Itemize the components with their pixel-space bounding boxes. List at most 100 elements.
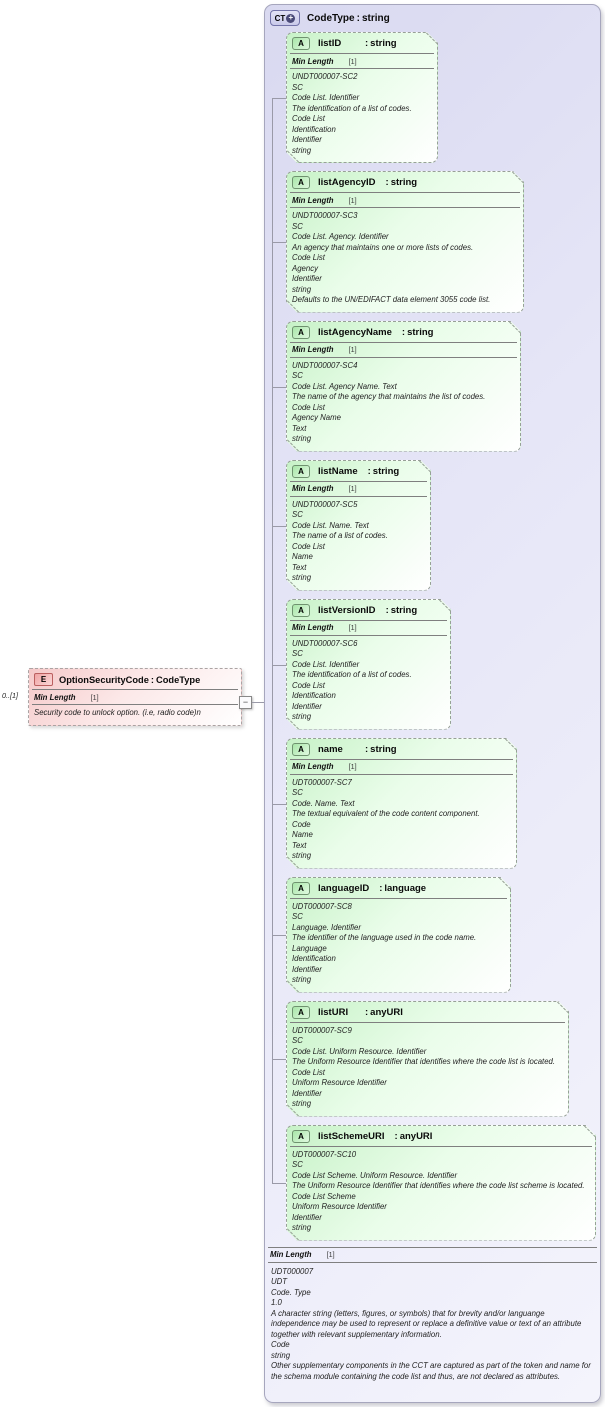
- type-separator: :: [150, 674, 154, 685]
- attr-doc-line: Code List. Identifier: [292, 93, 360, 102]
- attribute-box[interactable]: A listName :string Min Length [1] UNDT00…: [286, 460, 431, 591]
- collapse-handle[interactable]: −: [239, 696, 252, 709]
- attr-doc-line: Code. Name. Text: [292, 798, 355, 808]
- element-name: OptionSecurityCode: [59, 674, 149, 685]
- attribute-box[interactable]: A name :string Min Length [1] UDT000007-…: [286, 738, 517, 869]
- attribute-box[interactable]: A listAgencyID :string Min Length [1] UN…: [286, 171, 524, 313]
- attr-doc-line: string: [292, 573, 312, 582]
- attribute-name: listSchemeURI: [318, 1130, 385, 1142]
- doc-line: A character string (letters, figures, or…: [271, 1308, 582, 1339]
- attribute-name: listName: [318, 465, 358, 477]
- attr-doc-line: Code List. Uniform Resource. Identifier: [292, 1046, 427, 1056]
- attribute-box[interactable]: A listVersionID :string Min Length [1] U…: [286, 599, 451, 730]
- facet-value: [1]: [348, 195, 357, 205]
- facet-value: [1]: [326, 1250, 335, 1259]
- attr-doc-line: UNDT000007-SC3: [292, 211, 358, 220]
- attr-doc-line: UNDT000007-SC5: [292, 499, 358, 509]
- attr-doc-line: Code List: [292, 680, 325, 690]
- attribute-type: :string: [363, 38, 397, 49]
- facet-value: [1]: [348, 623, 357, 632]
- element-type: CodeType: [156, 674, 201, 685]
- attribute-min-length-facet: Min Length [1]: [290, 760, 513, 775]
- facet-name: Min Length: [34, 692, 76, 702]
- attr-doc-line: Identifier: [292, 1212, 322, 1222]
- divider: [290, 1146, 592, 1147]
- attribute-icon: A: [292, 176, 310, 189]
- attribute-min-length-facet: Min Length [1]: [290, 343, 517, 358]
- attr-doc-line: Defaults to the UN/EDIFACT data element …: [292, 295, 491, 304]
- type-separator: :: [401, 326, 406, 338]
- attr-doc-line: Identifier: [292, 274, 322, 283]
- attr-doc-line: Identifier: [292, 135, 322, 144]
- attr-doc-line: Identification: [292, 124, 336, 134]
- attr-doc-line: Text: [292, 562, 307, 572]
- divider: [290, 759, 513, 760]
- plus-icon[interactable]: +: [286, 13, 296, 23]
- attr-doc-line: The identification of a list of codes.: [292, 670, 412, 679]
- doc-line: Other supplementary components in the CC…: [271, 1361, 591, 1381]
- connector-stub: [272, 665, 286, 666]
- attribute-header: A listAgencyID :string: [287, 172, 523, 192]
- attribute-type: :anyURI: [393, 1131, 433, 1142]
- attr-doc-line: UNDT000007-SC6: [292, 638, 358, 648]
- cardinality-label: 0..[1]: [2, 691, 18, 700]
- complextype-container[interactable]: CT + CodeType:string A listID :string Mi…: [264, 4, 601, 1403]
- attribute-type: :string: [384, 177, 418, 188]
- attribute-icon: A: [292, 326, 310, 339]
- facet-name: Min Length: [292, 623, 334, 632]
- attr-doc-line: SC: [292, 788, 303, 797]
- attribute-box[interactable]: A listID :string Min Length [1] UNDT0000…: [286, 32, 438, 163]
- attribute-type: :anyURI: [363, 1007, 403, 1018]
- connector-stub: [272, 804, 286, 805]
- attribute-min-length-facet: Min Length [1]: [290, 482, 427, 497]
- attribute-name: listID: [318, 38, 342, 49]
- type-separator: :: [365, 1006, 369, 1018]
- attr-doc-line: The name of the agency that maintains th…: [292, 392, 486, 401]
- attr-doc-line: An agency that maintains one or more lis…: [292, 242, 474, 252]
- attribute-type-text: string: [370, 38, 397, 49]
- attr-doc-line: Code List: [292, 114, 325, 123]
- attr-doc-line: string: [292, 1099, 312, 1108]
- attribute-header: A listSchemeURI :anyURI: [287, 1126, 595, 1146]
- attr-doc-line: Name: [292, 552, 313, 561]
- attribute-min-length-facet: Min Length [1]: [290, 54, 434, 69]
- attribute-box[interactable]: A listAgencyName :string Min Length [1] …: [286, 321, 521, 452]
- attribute-type-text: string: [390, 177, 418, 188]
- attribute-icon: A: [292, 37, 310, 50]
- attributes-list: A listID :string Min Length [1] UNDT0000…: [286, 32, 600, 1241]
- element-box[interactable]: E OptionSecurityCode:CodeType Min Length…: [28, 668, 242, 726]
- attr-doc-line: UNDT000007-SC4: [292, 360, 358, 370]
- attr-doc-line: string: [292, 145, 312, 155]
- attr-doc-line: string: [292, 975, 312, 984]
- attr-doc-line: The identification of a list of codes.: [292, 103, 412, 113]
- attr-doc-line: string: [292, 284, 312, 294]
- type-separator: :: [367, 465, 371, 477]
- connector-stub: [272, 935, 286, 936]
- complextype-base-type: string: [361, 12, 390, 24]
- attr-doc-line: UDT000007-SC8: [292, 901, 352, 911]
- attr-doc-line: The Uniform Resource Identifier that ide…: [292, 1057, 556, 1066]
- attribute-type-text: string: [370, 743, 397, 755]
- attr-doc-line: Uniform Resource Identifier: [292, 1202, 387, 1211]
- type-separator: :: [394, 1130, 398, 1142]
- attr-doc-line: Text: [292, 840, 307, 850]
- attr-doc-line: UDT000007-SC10: [292, 1149, 357, 1159]
- attr-doc-line: Identifier: [292, 1088, 322, 1098]
- attribute-header: A listVersionID :string: [287, 600, 450, 620]
- attr-doc-line: Code List Scheme: [292, 1191, 356, 1201]
- attribute-icon: A: [292, 604, 310, 617]
- attr-doc-line: UNDT000007-SC2: [292, 72, 358, 81]
- attribute-name: listURI: [318, 1006, 349, 1018]
- divider: [290, 898, 507, 899]
- attribute-header: A listID :string: [287, 33, 437, 53]
- facet-name: Min Length: [292, 345, 334, 354]
- attr-doc-line: Language: [292, 943, 327, 953]
- attr-doc-line: The textual equivalent of the code conte…: [292, 809, 480, 818]
